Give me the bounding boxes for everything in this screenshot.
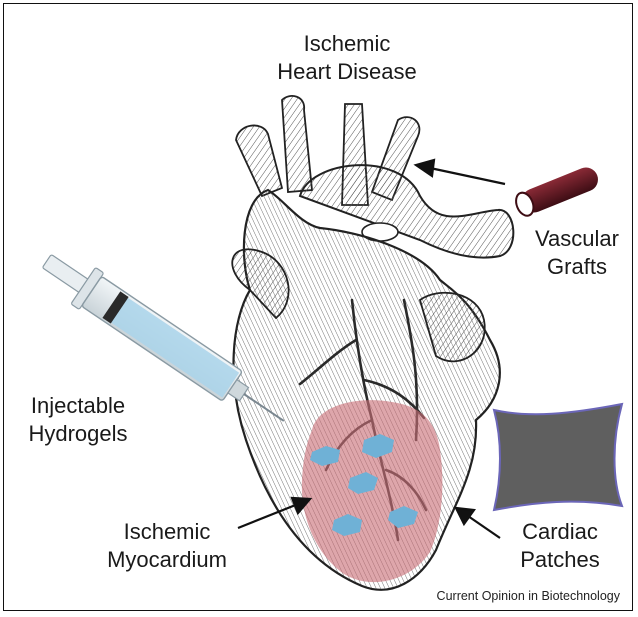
vascular-line1: Vascular xyxy=(522,225,632,253)
injectable-hydrogels-label: Injectable Hydrogels xyxy=(18,392,138,448)
cardiac-line2: Patches xyxy=(500,546,620,574)
cardiac-patches-label: Cardiac Patches xyxy=(500,518,620,574)
myocardium-line1: Ischemic xyxy=(92,518,242,546)
cardiac-patch xyxy=(494,404,622,510)
title-line2: Heart Disease xyxy=(262,58,432,86)
cardiac-line1: Cardiac xyxy=(500,518,620,546)
title-label: Ischemic Heart Disease xyxy=(262,30,432,86)
vascular-line2: Grafts xyxy=(522,253,632,281)
injectable-line2: Hydrogels xyxy=(18,420,138,448)
vascular-graft xyxy=(513,164,602,218)
ischemic-myocardium-label: Ischemic Myocardium xyxy=(92,518,242,574)
figure-credit: Current Opinion in Biotechnology xyxy=(437,589,620,603)
vascular-grafts-label: Vascular Grafts xyxy=(522,225,632,281)
injectable-line1: Injectable xyxy=(18,392,138,420)
myocardium-line2: Myocardium xyxy=(92,546,242,574)
title-line1: Ischemic xyxy=(262,30,432,58)
